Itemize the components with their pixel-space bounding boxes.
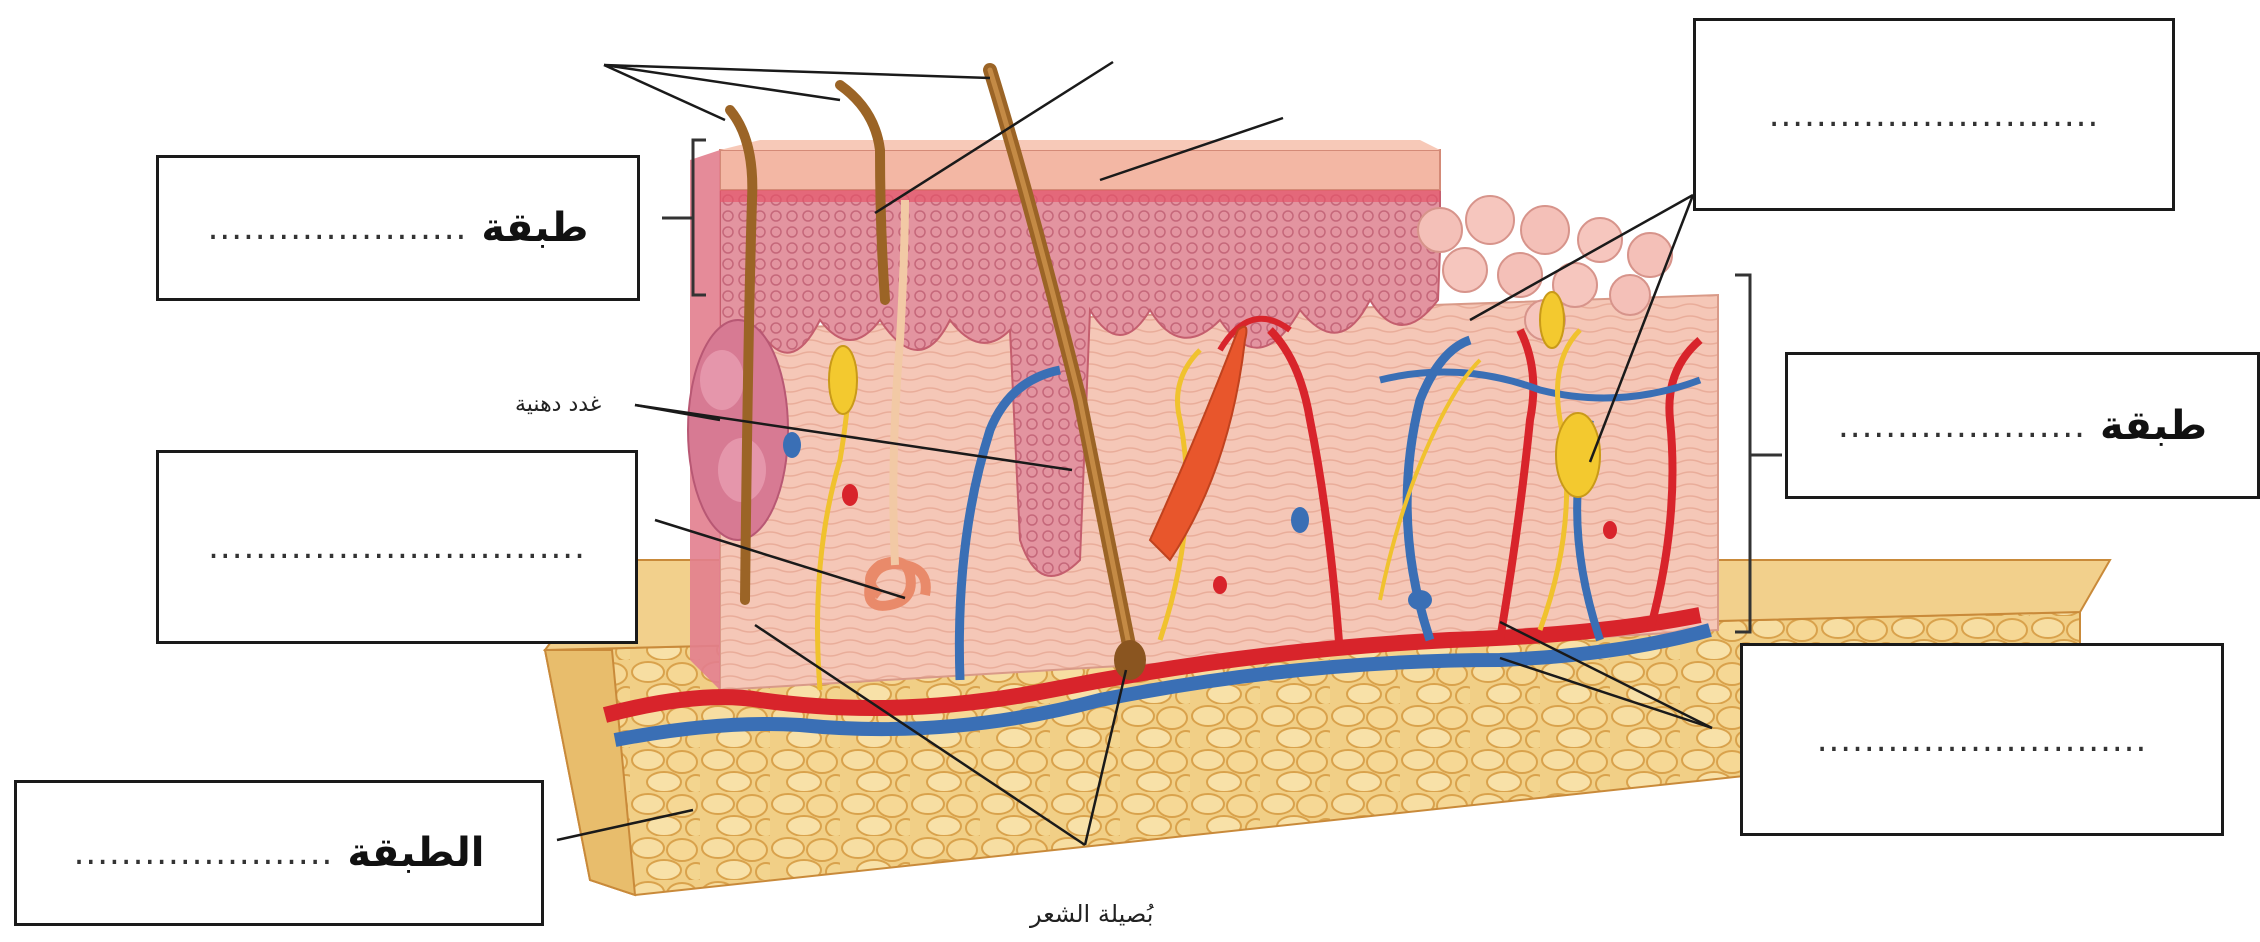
sebaceous-glands-label: غدد دهنية — [515, 392, 601, 417]
sweat-gland-answer-box[interactable]: ................................ — [156, 450, 638, 644]
hypodermis-answer-box[interactable]: الطبقة ...................... — [14, 780, 544, 926]
box-word: طبقة — [481, 205, 588, 251]
box-word: الطبقة — [347, 830, 484, 876]
answer-blank[interactable]: ...................... — [74, 833, 334, 873]
top-right-answer-box[interactable]: ............................ — [1693, 18, 2175, 211]
hair-bulb — [1114, 640, 1146, 680]
box-word: طبقة — [2100, 403, 2207, 449]
answer-blank[interactable]: ..................... — [1838, 406, 2086, 446]
dermis-answer-box[interactable]: طبقة ..................... — [1785, 352, 2260, 499]
answer-blank[interactable]: ................................ — [208, 527, 586, 567]
sebaceous-gland — [688, 320, 788, 540]
epidermis-answer-box[interactable]: طبقة ...................... — [156, 155, 640, 301]
answer-blank[interactable]: ...................... — [208, 208, 468, 248]
answer-blank[interactable]: ............................ — [1817, 720, 2148, 760]
hair-follicle-label: بُصيلة الشعر — [1030, 900, 1153, 928]
blood-vessels-answer-box[interactable]: ............................ — [1740, 643, 2224, 836]
answer-blank[interactable]: ............................ — [1769, 95, 2100, 135]
skin-surface — [720, 150, 1440, 190]
skin-surface-top — [720, 140, 1440, 150]
